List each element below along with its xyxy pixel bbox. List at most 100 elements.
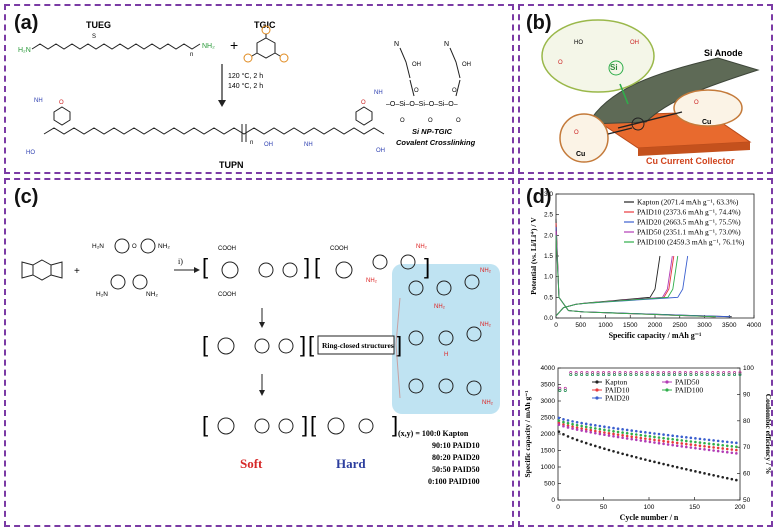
bot-ytick-label: 1500 xyxy=(541,448,556,455)
bot-ytick-label: 4000 xyxy=(541,365,556,372)
capacity-point-kapton xyxy=(735,478,738,482)
capacity-point-paid100 xyxy=(725,444,729,448)
capacity-point-kapton xyxy=(730,477,734,481)
capacity-point-paid100 xyxy=(630,432,634,436)
capacity-point-paid20 xyxy=(680,435,684,439)
capacity-point-paid10 xyxy=(607,431,611,435)
top-ytick-label: 1.5 xyxy=(544,253,553,260)
ce-point-paid100 xyxy=(705,373,709,377)
capacity-point-paid50 xyxy=(557,423,561,426)
chart-top-ylabel: Potential (vs. Li/Li⁺) / V xyxy=(529,217,538,295)
capacity-point-kapton xyxy=(698,471,702,474)
capacity-point-kapton xyxy=(721,475,725,479)
svg-text:[: [ xyxy=(314,254,320,279)
capacity-point-paid20 xyxy=(566,419,570,422)
svg-text:NH₂: NH₂ xyxy=(146,291,158,298)
capacity-point-kapton xyxy=(666,463,670,467)
capacity-point-paid100 xyxy=(653,435,656,439)
capacity-point-paid10 xyxy=(566,424,570,427)
capacity-point-kapton xyxy=(725,476,729,480)
bot-legend-entry: PAID20 xyxy=(605,394,630,403)
ce-point-paid100 xyxy=(623,373,627,377)
capacity-point-paid50 xyxy=(566,426,570,429)
svg-text:NH₂: NH₂ xyxy=(434,304,446,310)
cu-atom-right: Cu xyxy=(702,119,711,126)
capacity-point-paid100 xyxy=(607,429,611,432)
crosslink-caption-1: Si NP-TGIC xyxy=(412,127,453,136)
bot-y2tick-label: 50 xyxy=(743,497,751,504)
capacity-point-kapton xyxy=(630,454,634,458)
capacity-point-paid10 xyxy=(680,442,684,445)
tupn-chain xyxy=(43,127,385,135)
tupn-ring-left: O xyxy=(53,100,71,126)
cu-collector-label: Cu Current Collector xyxy=(646,156,735,166)
capacity-point-paid20 xyxy=(639,430,643,434)
capacity-point-kapton xyxy=(621,452,624,456)
capacity-point-paid20 xyxy=(689,436,693,440)
svg-text:NH₂: NH₂ xyxy=(482,400,494,406)
svg-text:NH₂: NH₂ xyxy=(158,243,170,250)
capacity-point-kapton xyxy=(653,460,656,464)
capacity-point-paid50 xyxy=(725,450,729,454)
capacity-point-paid20 xyxy=(730,441,734,444)
top-ytick-label: 0.0 xyxy=(544,315,553,322)
capacity-point-paid20 xyxy=(557,416,561,420)
capacity-point-kapton xyxy=(680,466,684,470)
bot-xtick-label: 150 xyxy=(689,504,700,511)
capacity-point-paid50 xyxy=(703,448,706,451)
svg-text:]: ] xyxy=(396,332,402,357)
capacity-point-paid20 xyxy=(657,432,661,436)
svg-text:NH₂: NH₂ xyxy=(480,268,492,274)
capacity-point-paid20 xyxy=(675,434,679,438)
capacity-point-paid100 xyxy=(639,433,643,437)
capacity-point-paid100 xyxy=(625,431,629,435)
capacity-point-paid100 xyxy=(735,445,738,449)
ce-point-paid100 xyxy=(591,373,594,377)
svg-text:H₂N: H₂N xyxy=(92,243,104,250)
charge-curve-kapton xyxy=(555,255,661,317)
svg-text:[: [ xyxy=(202,412,208,437)
ce-point-paid100 xyxy=(673,373,676,377)
capacity-point-paid100 xyxy=(566,421,570,425)
svg-text:+: + xyxy=(74,266,80,277)
top-ytick-label: 1.0 xyxy=(544,274,553,281)
ce-point-paid100 xyxy=(700,373,704,377)
panel-c-label: (c) xyxy=(14,186,39,208)
capacity-point-kapton xyxy=(703,472,706,475)
capacity-point-paid50 xyxy=(598,432,602,436)
svg-text:S: S xyxy=(92,34,96,40)
bot-y2tick-label: 80 xyxy=(743,418,751,425)
soft-label: Soft xyxy=(240,456,263,471)
panel-c-frame xyxy=(4,178,514,527)
capacity-point-paid50 xyxy=(662,442,665,446)
capacity-point-paid100 xyxy=(721,443,725,447)
capacity-point-paid100 xyxy=(662,436,665,440)
zoom-si-bond xyxy=(541,19,655,93)
svg-text:H₂N: H₂N xyxy=(18,47,31,54)
capacity-point-paid10 xyxy=(694,443,697,447)
capacity-point-paid10 xyxy=(580,427,583,430)
ce-point-paid100 xyxy=(733,373,736,377)
capacity-point-paid50 xyxy=(562,424,565,428)
top-ytick-label: 2.5 xyxy=(544,212,553,219)
svg-text:[: [ xyxy=(202,254,208,279)
capacity-point-paid20 xyxy=(607,426,611,429)
svg-text:O: O xyxy=(558,60,563,66)
svg-text:NH₂: NH₂ xyxy=(366,278,378,284)
capacity-point-kapton xyxy=(716,474,720,478)
capacity-point-paid10 xyxy=(571,425,574,428)
capacity-point-kapton xyxy=(671,464,674,468)
capacity-point-paid10 xyxy=(716,446,720,450)
capacity-point-paid20 xyxy=(616,427,620,431)
capacity-point-kapton xyxy=(562,433,565,436)
capacity-point-paid100 xyxy=(680,439,684,442)
ring-closed-label: Ring-closed structures xyxy=(322,341,394,350)
capacity-point-kapton xyxy=(639,457,643,460)
capacity-point-paid50 xyxy=(707,448,711,452)
capacity-point-paid10 xyxy=(634,436,638,439)
capacity-point-paid100 xyxy=(703,441,706,445)
capacity-point-kapton xyxy=(685,467,688,471)
capacity-point-paid50 xyxy=(671,443,674,447)
capacity-point-paid100 xyxy=(575,423,579,427)
capacity-point-paid50 xyxy=(716,449,720,453)
